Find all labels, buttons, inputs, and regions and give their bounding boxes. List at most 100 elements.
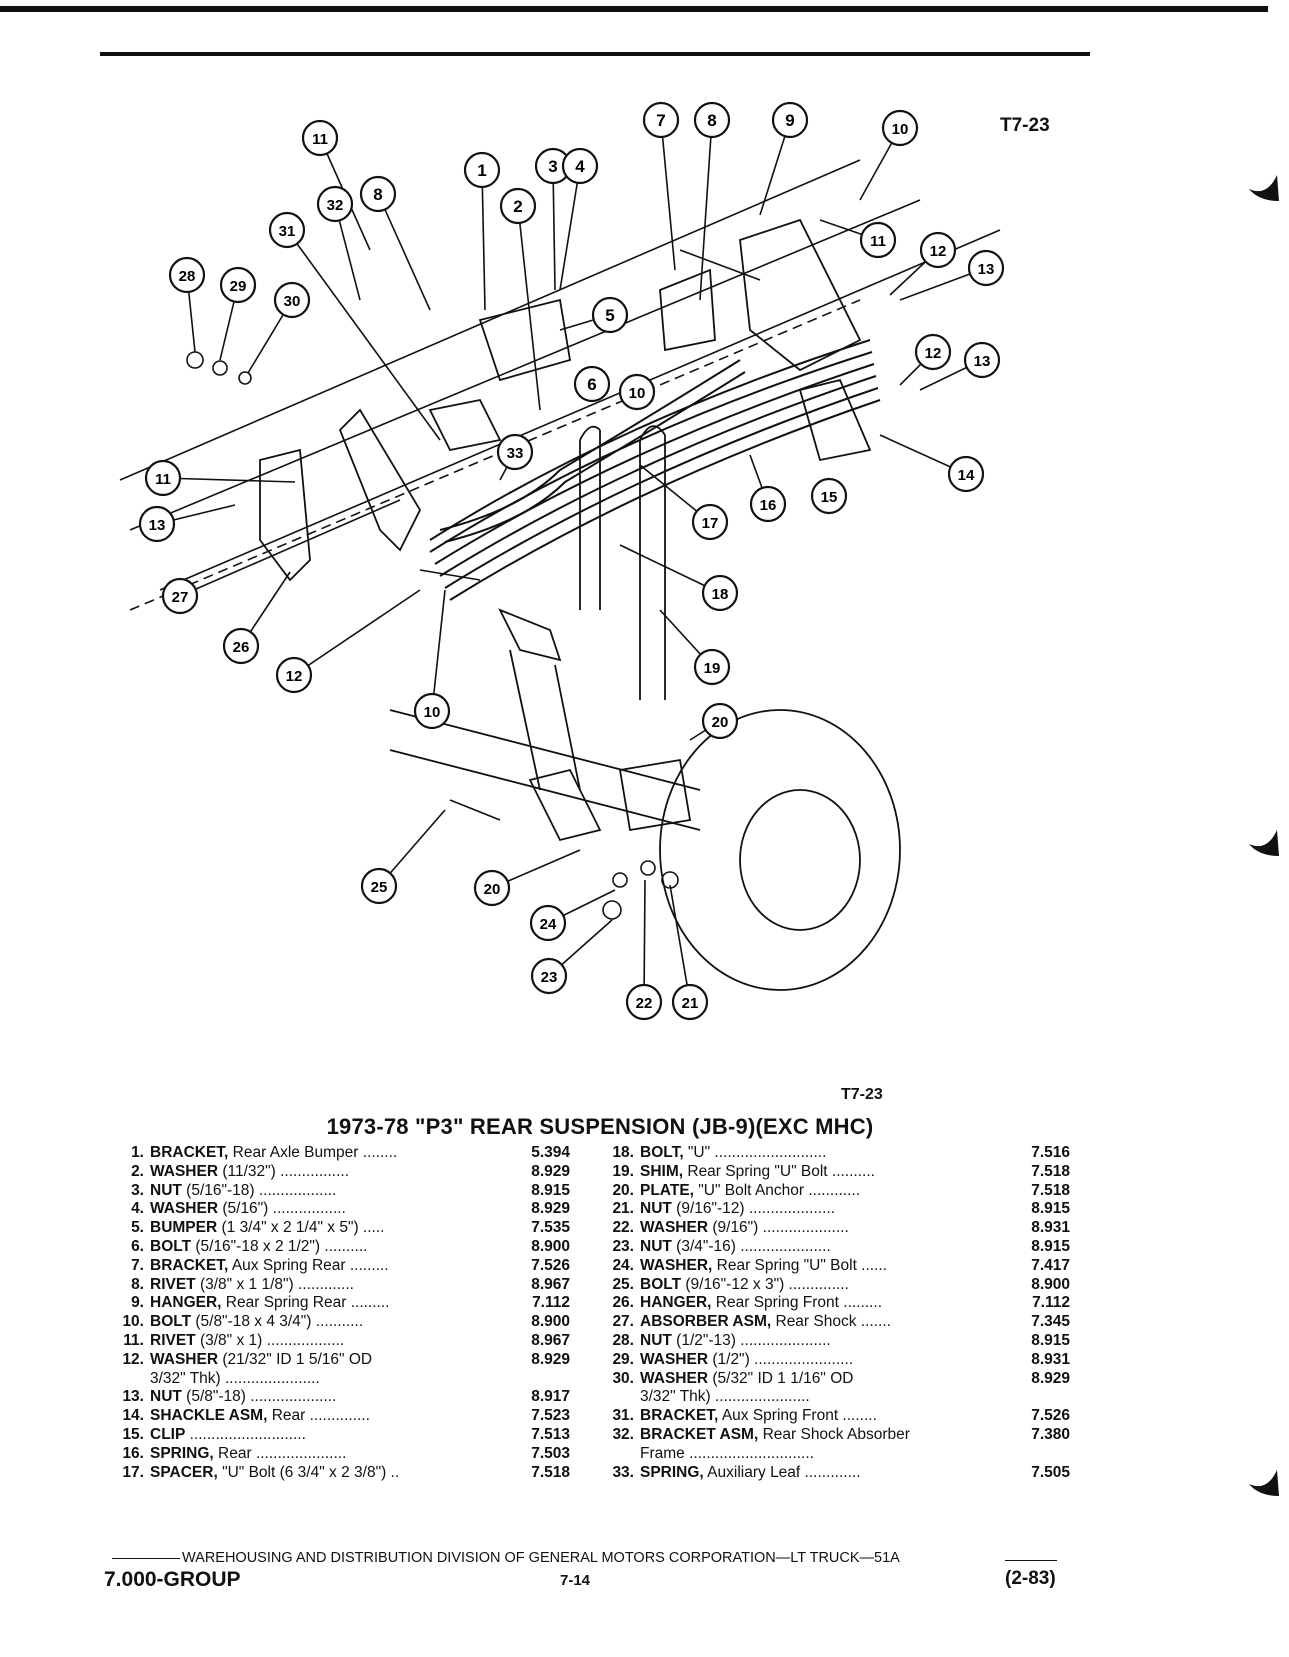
part-detail: "U" .......................... (683, 1144, 827, 1161)
callout-13: 13 (963, 341, 1001, 379)
part-number: 4. (131, 1200, 144, 1218)
part-detail: Rear Shock Absorber Frame ..............… (640, 1425, 910, 1462)
part-detail: (9/16") .................... (708, 1219, 849, 1237)
callout-circle (914, 333, 952, 371)
callout-label: 33 (507, 445, 524, 462)
part-description: BOLT (5/16"-18 x 2 1/2") .......... (150, 1238, 500, 1257)
callout-circle (138, 505, 176, 543)
callout-label: 17 (702, 515, 719, 532)
part-detail: (3/4"-16) ..................... (671, 1237, 831, 1255)
callout-label: 25 (371, 879, 388, 896)
part-number: 22. (612, 1219, 634, 1237)
part-number: 18. (612, 1144, 634, 1161)
group-code: 7.513 (531, 1425, 570, 1443)
callout-label: 4 (575, 157, 585, 176)
callout-16: 16 (749, 485, 787, 523)
group-code: 7.345 (1031, 1313, 1070, 1331)
callout-21: 21 (671, 983, 709, 1021)
part-name: SPACER, (150, 1463, 218, 1481)
part-description: CLIP ........................... (150, 1426, 500, 1445)
callout-circle (413, 692, 451, 730)
part-row: 29.WASHER (1/2") .......................… (590, 1351, 1070, 1370)
part-detail: (9/16"-12 x 3") .............. (681, 1275, 849, 1293)
part-number: 12. (122, 1350, 144, 1368)
binding-mark-middle (1249, 830, 1279, 856)
callout-circle (810, 477, 848, 515)
part-name: SPRING, (150, 1444, 214, 1462)
callout-circle (561, 147, 599, 185)
part-description: BOLT (5/8"-18 x 4 3/4") ........... (150, 1313, 500, 1332)
part-row: 4.WASHER (5/16") .................8.929 (100, 1200, 570, 1219)
part-description: NUT (3/4"-16) ..................... (640, 1238, 1000, 1257)
leader-line (699, 119, 713, 301)
part-description: SHACKLE ASM, Rear .............. (150, 1407, 500, 1426)
callout-circle (693, 101, 731, 139)
top-border-bar (0, 6, 1268, 12)
callout-20: 20 (473, 869, 511, 907)
parts-list-left: 1.BRACKET, Rear Axle Bumper ........5.39… (100, 1144, 570, 1482)
part-number: 10. (122, 1313, 144, 1331)
part-description: BUMPER (1 3/4" x 2 1/4" x 5") ..... (150, 1219, 500, 1238)
leader-line (377, 193, 431, 311)
part-detail: "U" Bolt (6 3/4" x 2 3/8") .. (217, 1463, 400, 1481)
part-name: HANGER, (640, 1294, 712, 1312)
part-row: 22.WASHER (9/16") ....................8.… (590, 1219, 1070, 1238)
group-code: 8.929 (531, 1200, 570, 1218)
part-detail: Rear Spring Front ......... (711, 1294, 883, 1312)
part-number: 30. (612, 1369, 634, 1387)
group-code: 7.505 (1031, 1463, 1070, 1481)
callout-30: 30 (273, 281, 311, 319)
callout-circle (859, 221, 897, 259)
part-description: ABSORBER ASM, Rear Shock ....... (640, 1313, 1000, 1332)
part-name: NUT (150, 1181, 182, 1199)
group-code: 8.967 (531, 1275, 570, 1293)
group-code: 7.518 (1031, 1181, 1070, 1199)
callout-33: 33 (496, 433, 534, 471)
callout-1: 1 (463, 151, 501, 189)
part-number: 11. (123, 1331, 144, 1349)
part-detail: (1/2") ....................... (708, 1350, 854, 1368)
part-name: BRACKET, (150, 1256, 229, 1274)
callout-label: 13 (149, 517, 166, 534)
u-bolts (579, 425, 666, 700)
part-detail: (1 3/4" x 2 1/4" x 5") ..... (217, 1219, 385, 1237)
callout-label: 16 (760, 497, 777, 514)
part-detail: (5/16") ................. (218, 1200, 346, 1218)
callout-label: 12 (925, 345, 942, 362)
group-code: 7.417 (1031, 1256, 1070, 1274)
part-detail: (5/32" ID 1 1/16" OD 3/32" Thk) ........… (640, 1369, 854, 1406)
part-number: 29. (612, 1350, 634, 1368)
part-description: NUT (5/16"-18) .................. (150, 1182, 500, 1201)
callout-11: 11 (144, 459, 182, 497)
group-code: 8.900 (531, 1237, 570, 1255)
part-description: BOLT (9/16"-12 x 3") .............. (640, 1276, 1000, 1295)
part-detail: Rear ..................... (213, 1444, 347, 1462)
part-number: 9. (131, 1294, 144, 1312)
callout-4: 4 (561, 147, 599, 185)
part-row: 9.HANGER, Rear Spring Rear .........7.11… (100, 1294, 570, 1313)
leaf-spring-pack (429, 339, 881, 601)
part-row: 2.WASHER (11/32") ................8.929 (100, 1163, 570, 1182)
part-detail: Rear Spring "U" Bolt .......... (683, 1162, 875, 1180)
leader-line (643, 879, 646, 1003)
callout-8: 8 (693, 101, 731, 139)
part-row: 12.WASHER (21/32" ID 1 5/16" OD 3/32" Th… (100, 1351, 570, 1389)
callout-circle (625, 983, 663, 1021)
callout-circle (530, 957, 568, 995)
callout-label: 28 (179, 268, 196, 285)
leader-line (481, 169, 486, 311)
part-name: NUT (640, 1331, 672, 1349)
callout-circle (967, 249, 1005, 287)
group-code: 7.112 (532, 1294, 570, 1312)
callout-11: 11 (301, 119, 339, 157)
callout-label: 9 (785, 111, 794, 130)
callout-12: 12 (919, 231, 957, 269)
part-name: WASHER (640, 1219, 709, 1237)
callout-label: 30 (284, 293, 301, 310)
part-number: 27. (612, 1313, 634, 1331)
group-code: 8.915 (531, 1181, 570, 1199)
part-name: WASHER (150, 1350, 219, 1368)
callout-circle (671, 983, 709, 1021)
group-code: 7.523 (531, 1407, 570, 1425)
